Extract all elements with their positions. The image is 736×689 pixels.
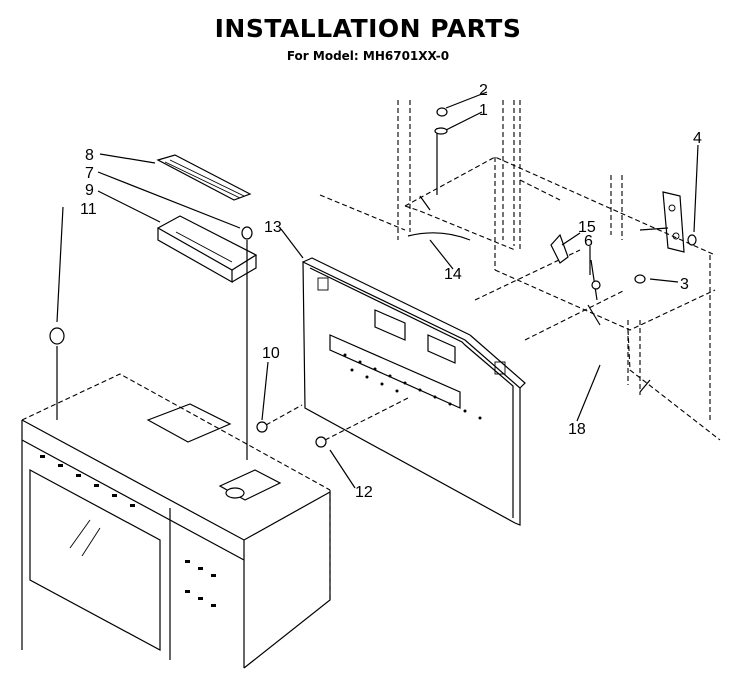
callout-14: 14 bbox=[444, 266, 462, 283]
callout-15: 15 bbox=[578, 219, 596, 236]
callout-6: 6 bbox=[584, 233, 593, 250]
callout-10: 10 bbox=[262, 345, 280, 362]
callout-11: 11 bbox=[80, 201, 97, 218]
callout-9: 9 bbox=[85, 182, 94, 199]
callout-2: 2 bbox=[479, 82, 488, 99]
top-plate-13 bbox=[302, 257, 526, 526]
model-subtitle: For Model: MH6701XX-0 bbox=[286, 49, 450, 63]
grille-parts bbox=[49, 154, 411, 460]
callout-8: 8 bbox=[85, 147, 94, 164]
page-title: INSTALLATION PARTS bbox=[214, 14, 522, 43]
callout-3: 3 bbox=[680, 276, 689, 293]
callout-labels: 2 1 4 3 15 6 14 13 8 7 9 11 10 12 18 bbox=[80, 82, 702, 501]
callout-7: 7 bbox=[85, 165, 94, 182]
callout-18: 18 bbox=[568, 421, 586, 438]
callout-1: 1 bbox=[479, 102, 488, 119]
callout-12: 12 bbox=[355, 484, 373, 501]
microwave-body bbox=[21, 373, 331, 669]
callout-4: 4 bbox=[693, 130, 702, 147]
callout-13: 13 bbox=[264, 219, 282, 236]
leader-lines bbox=[56, 91, 699, 489]
cabinet-wall-assembly bbox=[319, 100, 721, 441]
